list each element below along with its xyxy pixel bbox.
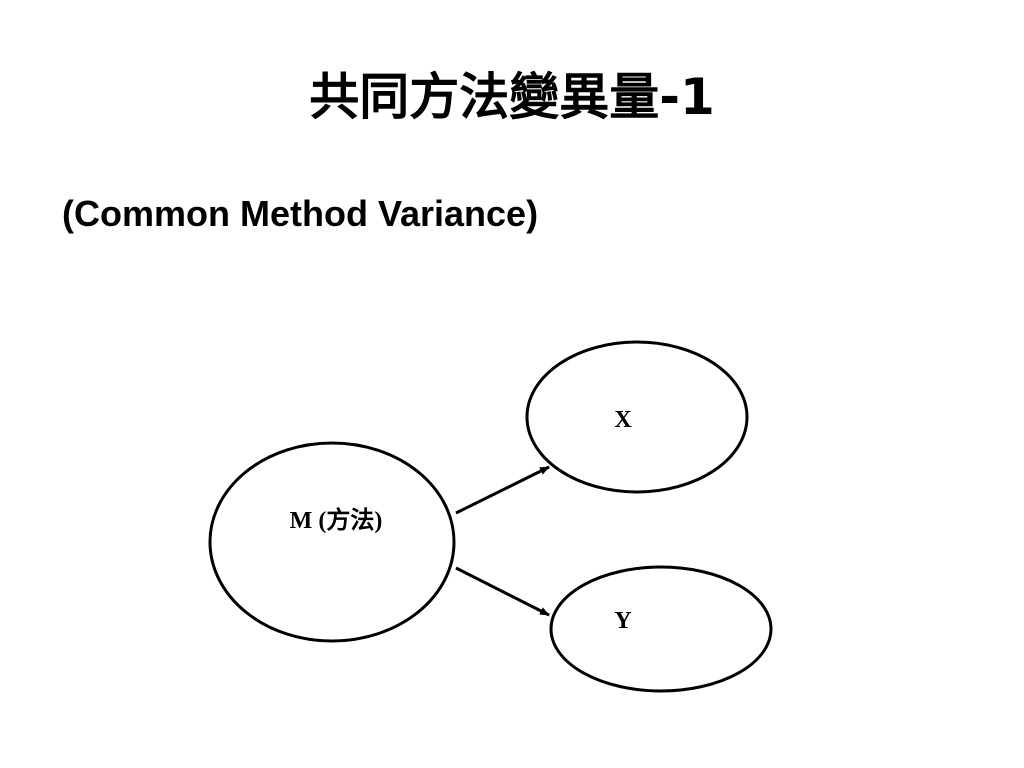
node-x-label: X: [614, 407, 632, 433]
node-y-label: Y: [614, 608, 631, 634]
node-y: Y: [549, 565, 773, 693]
node-m-label: M (方法): [290, 506, 383, 534]
edge-m-to-x: [455, 465, 550, 515]
node-m-shape: [208, 441, 456, 643]
slide-subtitle: (Common Method Variance): [62, 193, 539, 234]
node-y-shape: [549, 565, 773, 693]
edge-m-to-y: [455, 566, 550, 617]
node-x-shape: [525, 340, 749, 494]
slide-title: 共同方法變異量-1: [309, 68, 715, 126]
node-m: M (方法): [208, 441, 456, 643]
node-x: X: [525, 340, 749, 494]
